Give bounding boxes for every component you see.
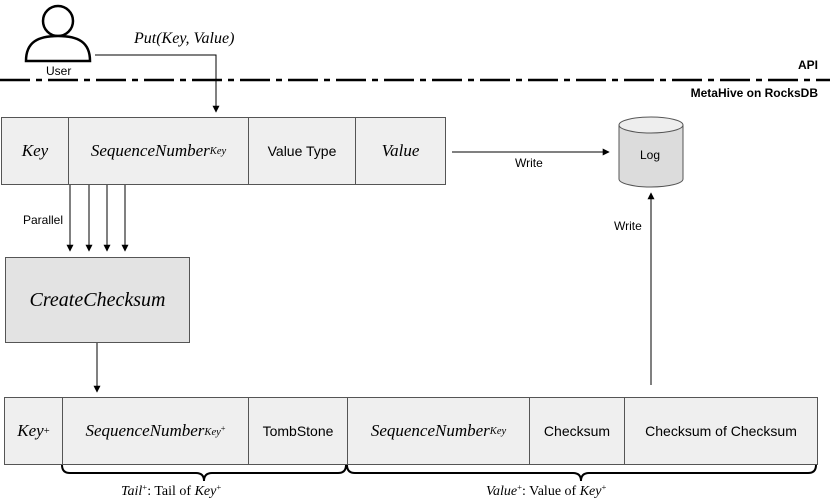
output-checksum-cell: Checksum (530, 398, 625, 464)
tail-caption: Tail+: Tail of Key+ (121, 482, 222, 500)
write-label-output: Write (614, 219, 642, 233)
tail-brace (61, 464, 347, 482)
input-value-cell: Value (381, 141, 420, 160)
metahive-layer-label: MetaHive on RocksDB (690, 86, 818, 100)
create-checksum-box: CreateChecksum (5, 257, 190, 343)
output-key-plus-cell: Key+ (5, 398, 63, 464)
log-database-icon (618, 116, 684, 188)
put-call-label: Put(Key, Value) (134, 30, 235, 47)
parallel-arrows (66, 185, 129, 252)
output-checksum-of-checksum-cell: Checksum of Checksum (645, 423, 797, 439)
api-layer-label: API (797, 58, 818, 72)
input-key-cell: Key (2, 118, 69, 184)
user-label: User (46, 64, 72, 78)
put-arrow (95, 54, 220, 113)
value-caption: Value+: Value of Key+ (486, 482, 607, 500)
output-tombstone-cell: TombStone (249, 398, 348, 464)
parallel-label: Parallel (23, 213, 64, 227)
write-label-input: Write (515, 156, 543, 170)
log-label: Log (640, 148, 661, 162)
user-icon (24, 4, 92, 63)
value-brace (346, 464, 817, 482)
input-value-type-cell: Value Type (249, 118, 356, 184)
